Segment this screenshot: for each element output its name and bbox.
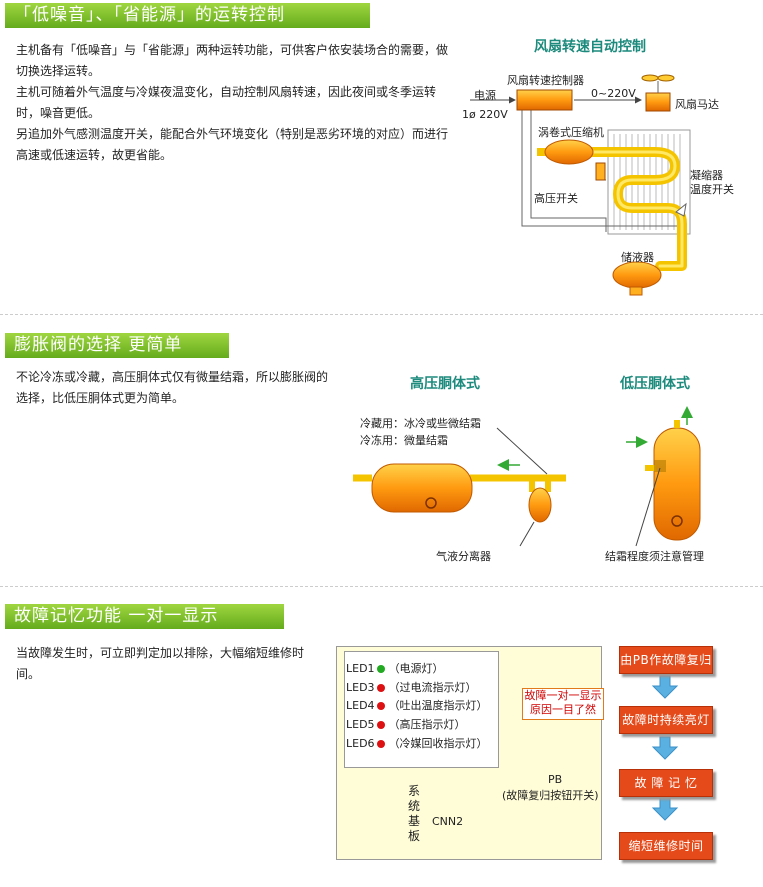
led-desc: （高压指示灯） bbox=[388, 718, 466, 731]
fan-controller-label: 风扇转速控制器 bbox=[507, 74, 584, 87]
fan-motor-label: 风扇马达 bbox=[675, 98, 719, 111]
section1-paragraph-2: 主机可随着外气温度与冷媒夜温变化，自动控制风扇转速，因此夜间或冬季运转时，噪音更… bbox=[16, 85, 437, 120]
voltage-label: 0~220V bbox=[591, 87, 636, 100]
led-name: LED3 bbox=[346, 681, 375, 694]
led-row: LED1 （电源灯） bbox=[346, 660, 444, 676]
section3-text: 当故障发生时，可立即判定加以排除，大幅缩短维修时间。 bbox=[16, 646, 305, 681]
flow-arrows bbox=[651, 675, 679, 821]
power-spec-label: 1ø 220V bbox=[462, 108, 508, 121]
high-pressure-title: 高压胴体式 bbox=[410, 376, 480, 392]
low-pressure-vessel bbox=[653, 427, 701, 541]
high-pressure-switch-label: 高压开关 bbox=[534, 192, 578, 205]
led-desc: （吐出温度指示灯） bbox=[388, 699, 488, 712]
led6-indicator bbox=[376, 740, 385, 748]
system-board-char: 板 bbox=[408, 829, 421, 843]
low-pressure-title: 低压胴体式 bbox=[620, 376, 690, 392]
led-row: LED4 （吐出温度指示灯） bbox=[346, 697, 488, 713]
high-pressure-switch-shape bbox=[595, 162, 606, 181]
section2-text: 不论冷冻或冷藏，高压胴体式仅有微量结霜，所以膨胀阀的选择，比低压胴体式更为简单。 bbox=[16, 370, 329, 405]
section-title-operation-control: 「低噪音」、「省能源」的运转控制 bbox=[5, 3, 370, 28]
led-name: LED6 bbox=[346, 737, 375, 750]
section1-paragraph-1: 主机备有「低噪音」与「省能源」两种运转功能，可供客户依安装场合的需要，做切换选择… bbox=[16, 43, 449, 78]
led4-indicator bbox=[376, 702, 385, 710]
receiver-label: 储液器 bbox=[621, 251, 654, 264]
cold-storage-note: 冷藏用：冰冷或些微结霜 bbox=[360, 417, 481, 430]
led-desc: （冷媒回收指示灯） bbox=[388, 737, 488, 750]
cnn2-label: CNN2 bbox=[432, 815, 464, 828]
divider-2 bbox=[0, 586, 763, 587]
system-board-char: 基 bbox=[408, 814, 421, 828]
compressor-label: 涡卷式压缩机 bbox=[538, 126, 604, 139]
compressor-shape bbox=[544, 139, 594, 165]
section1-text: 主机备有「低噪音」与「省能源」两种运转功能，可供客户依安装场合的需要，做切换选择… bbox=[16, 40, 448, 166]
led-panel bbox=[344, 651, 499, 768]
fault-box-line-1: 故障一对一显示 bbox=[524, 689, 602, 702]
led5-indicator bbox=[376, 721, 385, 729]
condenser-box bbox=[607, 129, 691, 235]
led-row: LED6 （冷媒回收指示灯） bbox=[346, 735, 488, 751]
led-name: LED1 bbox=[346, 662, 375, 675]
section-title-expansion-valve: 膨胀阀的选择 更简单 bbox=[5, 333, 229, 358]
fault-box-line-2: 原因一目了然 bbox=[530, 703, 596, 716]
led-desc: （过电流指示灯） bbox=[388, 681, 477, 694]
led-row: LED5 （高压指示灯） bbox=[346, 716, 466, 732]
led-desc: （电源灯） bbox=[388, 662, 444, 675]
condenser-temp-switch-label: 凝缩器 温度开关 bbox=[690, 169, 734, 196]
step-shorten-repair-time: 缩短维修时间 bbox=[619, 832, 713, 860]
fan-control-diagram-title: 风扇转速自动控制 bbox=[534, 39, 646, 55]
pb-desc-label: (故障复归按钮开关) bbox=[502, 789, 599, 802]
step-fault-memory: 故 障 记 忆 bbox=[619, 769, 713, 797]
divider-1 bbox=[0, 314, 763, 315]
step-reset-by-pb: 由PB作故障复归 bbox=[619, 646, 713, 674]
led-name: LED4 bbox=[346, 699, 375, 712]
system-board-char: 统 bbox=[408, 799, 421, 813]
receiver-shape bbox=[612, 261, 662, 289]
pb-label: PB bbox=[548, 773, 563, 786]
led-row: LED3 （过电流指示灯） bbox=[346, 679, 477, 695]
step-led-stays-lit: 故障时持续亮灯 bbox=[619, 706, 713, 734]
freezer-note: 冷冻用：微量结霜 bbox=[360, 434, 448, 447]
frost-note-label: 结霜程度须注意管理 bbox=[605, 550, 704, 563]
power-label: 电源 bbox=[474, 89, 496, 102]
gas-liquid-separator bbox=[528, 487, 552, 523]
fan-controller-box bbox=[516, 89, 573, 111]
led-name: LED5 bbox=[346, 718, 375, 731]
led1-indicator bbox=[376, 665, 385, 673]
system-board-char: 系 bbox=[408, 784, 421, 798]
separator-label: 气液分离器 bbox=[436, 550, 491, 563]
section-title-fault-memory: 故障记忆功能 一对一显示 bbox=[5, 604, 284, 629]
high-pressure-vessel bbox=[371, 463, 473, 513]
fan-motor-box bbox=[645, 92, 671, 112]
fault-display-box: 故障一对一显示 原因一目了然 bbox=[522, 688, 604, 720]
section1-paragraph-3: 另追加外气感测温度开关，能配合外气环境变化（特别是恶劣环境的对应）而进行高速或低… bbox=[16, 127, 449, 162]
led3-indicator bbox=[376, 684, 385, 692]
